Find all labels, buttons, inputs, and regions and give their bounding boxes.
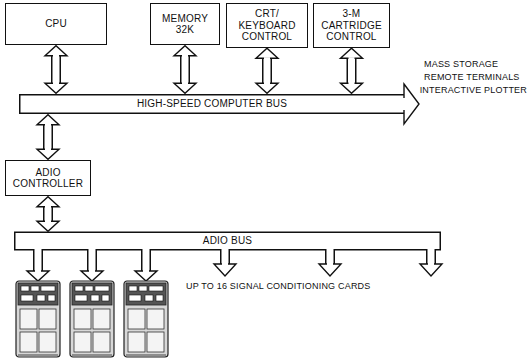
adio-bus: ADIO BUS xyxy=(15,232,440,250)
peripheral-label: REMOTE TERMINALS xyxy=(424,73,520,83)
node-label: ADIO CONTROLLER xyxy=(6,167,90,190)
peripheral-label: INTERACTIVE PLOTTER xyxy=(420,86,527,96)
node-label: ADIO BUS xyxy=(200,235,255,247)
bus-connector xyxy=(37,115,59,160)
adio-controller-box: ADIO CONTROLLER xyxy=(5,160,91,196)
memory-box: MEMORY 32K xyxy=(150,3,220,45)
node-label: CRT/ KEYBOARD CONTROL xyxy=(227,8,307,43)
node-label: HIGH-SPEED COMPUTER BUS xyxy=(134,98,290,110)
computer-bus: HIGH-SPEED COMPUTER BUS xyxy=(20,94,404,114)
signal-conditioning-card xyxy=(16,281,168,357)
bus-connector xyxy=(37,197,59,232)
node-label: 3-M CARTRIDGE CONTROL xyxy=(314,8,389,43)
node-label: CPU xyxy=(42,18,70,30)
note-label: UP TO 16 SIGNAL CONDITIONING CARDS xyxy=(186,282,371,292)
bus-connector xyxy=(45,46,67,94)
cpu-box: CPU xyxy=(5,3,107,45)
bus-connector xyxy=(341,48,363,93)
bus-connector xyxy=(174,46,196,94)
crt-keyboard-box: CRT/ KEYBOARD CONTROL xyxy=(226,3,308,48)
bus-connector xyxy=(256,48,278,93)
peripheral-label: MASS STORAGE xyxy=(424,60,498,70)
cartridge-control-box: 3-M CARTRIDGE CONTROL xyxy=(313,3,390,48)
node-label: MEMORY 32K xyxy=(151,13,219,36)
